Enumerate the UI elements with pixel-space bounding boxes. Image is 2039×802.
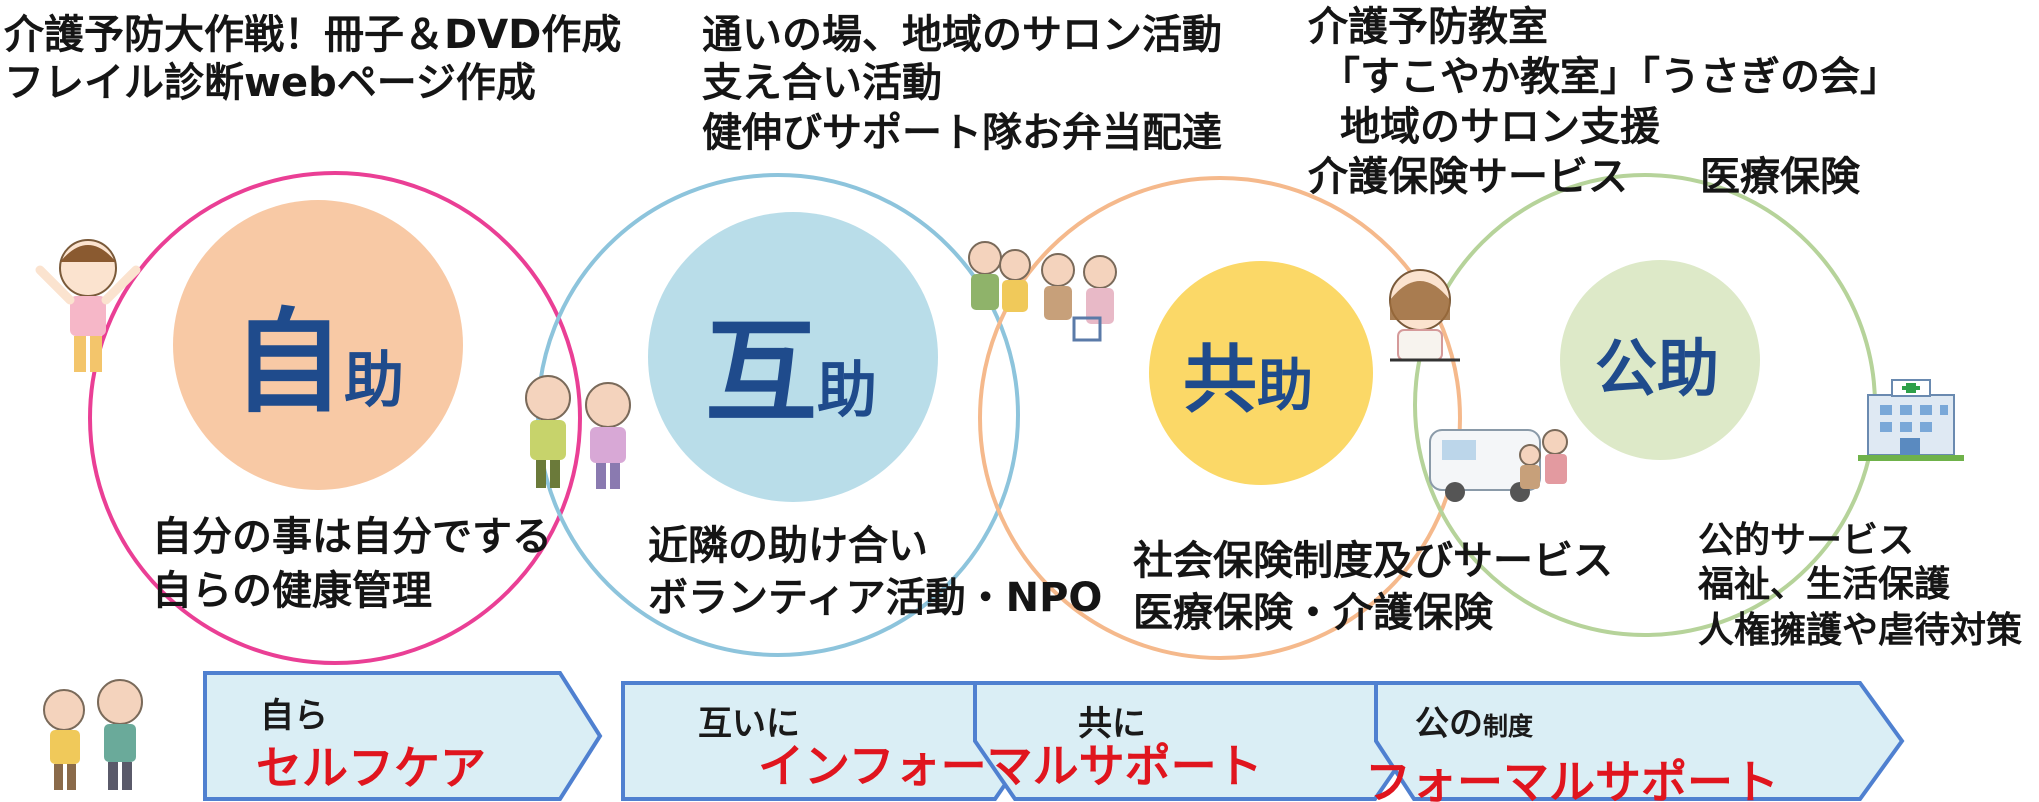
mutual-small-label: 互いに	[698, 704, 800, 744]
public-help-label: 公助	[1595, 318, 1719, 408]
public-desc-2: 福祉、生活保護	[1698, 564, 1951, 605]
joint-activity-2: 「すこやか教室」「うさぎの会」	[1320, 54, 1900, 100]
public-desc-3: 人権擁護や虐待対策	[1698, 610, 2023, 651]
arrow-selfcare	[203, 671, 603, 801]
hospital-icon	[1858, 379, 1964, 461]
self-help-label: 自助	[232, 272, 404, 434]
selfcare-label: セルフケア	[256, 741, 486, 795]
mutual-help-small: 助	[817, 356, 877, 426]
selfcare-small-label: 自ら	[260, 696, 328, 736]
mutual-desc-2: ボランティア活動・NPO	[648, 575, 1103, 621]
mutual-desc-1: 近隣の助け合い	[648, 523, 928, 569]
joint-help-label: 共助	[1183, 320, 1313, 427]
receptionist-icon	[1389, 269, 1460, 362]
public-small-main: 公の	[1415, 704, 1483, 744]
joint-activity-3: 地域のサロン支援	[1340, 104, 1660, 150]
care-van-icon	[1429, 429, 1568, 502]
joint-activity-1: 介護予防教室	[1308, 4, 1548, 50]
self-help-big: 自	[232, 298, 344, 428]
elderly-couple-icon	[43, 679, 143, 790]
circle-joint	[1149, 261, 1373, 485]
joint-desc-1: 社会保険制度及びサービス	[1133, 538, 1613, 584]
circle-public	[1560, 260, 1760, 460]
self-activity-2: フレイル診断webページ作成	[4, 60, 536, 106]
joint-activity-4: 介護保険サービス	[1308, 154, 1628, 200]
joint-desc-2: 医療保険・介護保険	[1133, 590, 1493, 636]
arrow-public	[1374, 681, 1905, 801]
mutual-activity-1: 通いの場、地域のサロン活動	[702, 12, 1222, 58]
public-help-big: 公	[1595, 332, 1658, 405]
mutual-help-label: 互助	[705, 282, 877, 444]
formal-support-label: フォーマルサポート	[1365, 755, 1779, 802]
joint-help-small: 助	[1257, 354, 1313, 419]
ring-joint	[978, 176, 1462, 660]
ring-self	[88, 171, 582, 665]
joint-help-big: 共	[1183, 337, 1257, 423]
self-activity-1: 介護予防大作戦！冊子＆DVD作成	[4, 12, 622, 58]
self-desc-1: 自分の事は自分でする	[152, 514, 552, 560]
mutual-activity-3: 健伸びサポート隊お弁当配達	[702, 110, 1222, 156]
public-help-small: 助	[1657, 332, 1720, 405]
mutual-help-big: 互	[705, 308, 817, 438]
cheering-woman-icon	[35, 239, 141, 372]
joint-small-label: 共に	[1078, 704, 1146, 744]
self-help-small: 助	[344, 346, 404, 416]
self-desc-2: 自らの健康管理	[152, 568, 432, 614]
public-small-sub: 制度	[1483, 712, 1534, 741]
circle-self	[173, 200, 463, 490]
public-small-label: 公の制度	[1415, 696, 1533, 745]
circle-mutual	[648, 212, 938, 502]
informal-support-label: インフォーマルサポート	[758, 739, 1263, 793]
mutual-activity-2: 支え合い活動	[702, 60, 942, 106]
elderly-group-icon	[968, 241, 1117, 342]
exercising-seniors-icon	[525, 375, 631, 489]
public-desc-1: 公的サービス	[1698, 520, 1915, 561]
public-activity-1: 医療保険	[1700, 154, 1860, 200]
